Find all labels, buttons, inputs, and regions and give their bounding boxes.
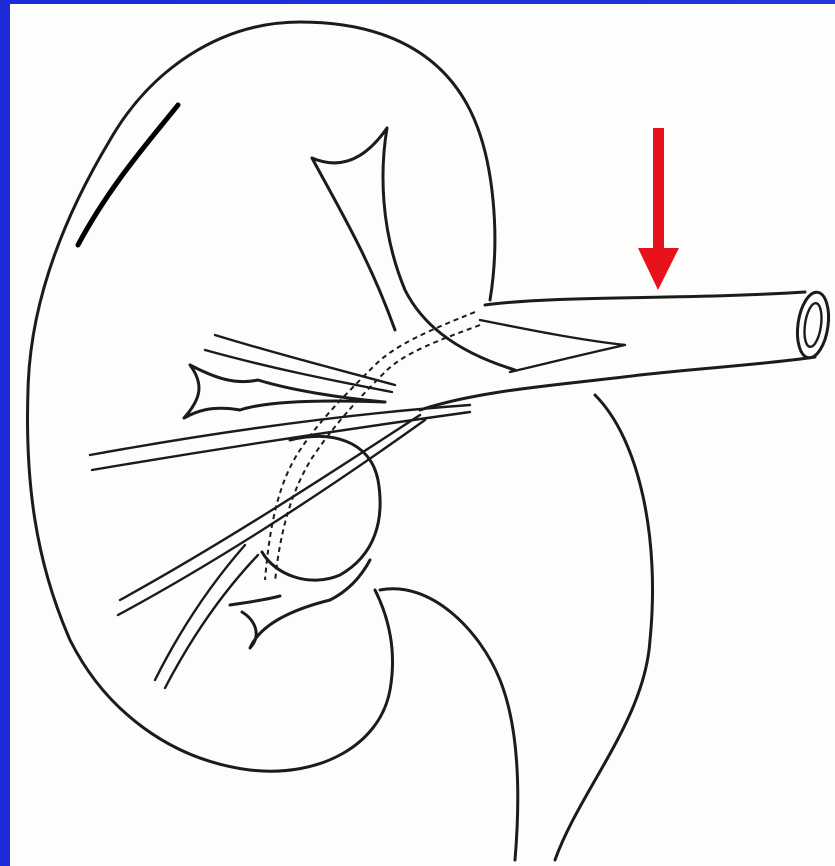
vessel-branch-8 xyxy=(165,555,258,688)
upper-calyx xyxy=(312,128,515,370)
ureter-right-wall xyxy=(555,395,653,860)
diagram-panel xyxy=(10,4,835,866)
vessel-opening-inner xyxy=(802,302,824,348)
lower-calyx xyxy=(230,560,370,648)
kidney-outline xyxy=(27,22,494,771)
vessel-opening-outer xyxy=(794,290,833,360)
renal-pelvis xyxy=(262,436,380,580)
middle-calyx xyxy=(184,365,385,418)
vessel-branch-2 xyxy=(205,350,392,392)
kidney-edge-highlight xyxy=(78,105,178,245)
kidney-diagram xyxy=(10,4,835,866)
renal-vessel-bottom xyxy=(420,357,815,410)
vessel-branch-7 xyxy=(155,545,245,680)
red-down-arrow-icon xyxy=(638,128,679,290)
renal-vessel-top xyxy=(485,292,805,305)
ureter-left-wall xyxy=(380,589,518,860)
